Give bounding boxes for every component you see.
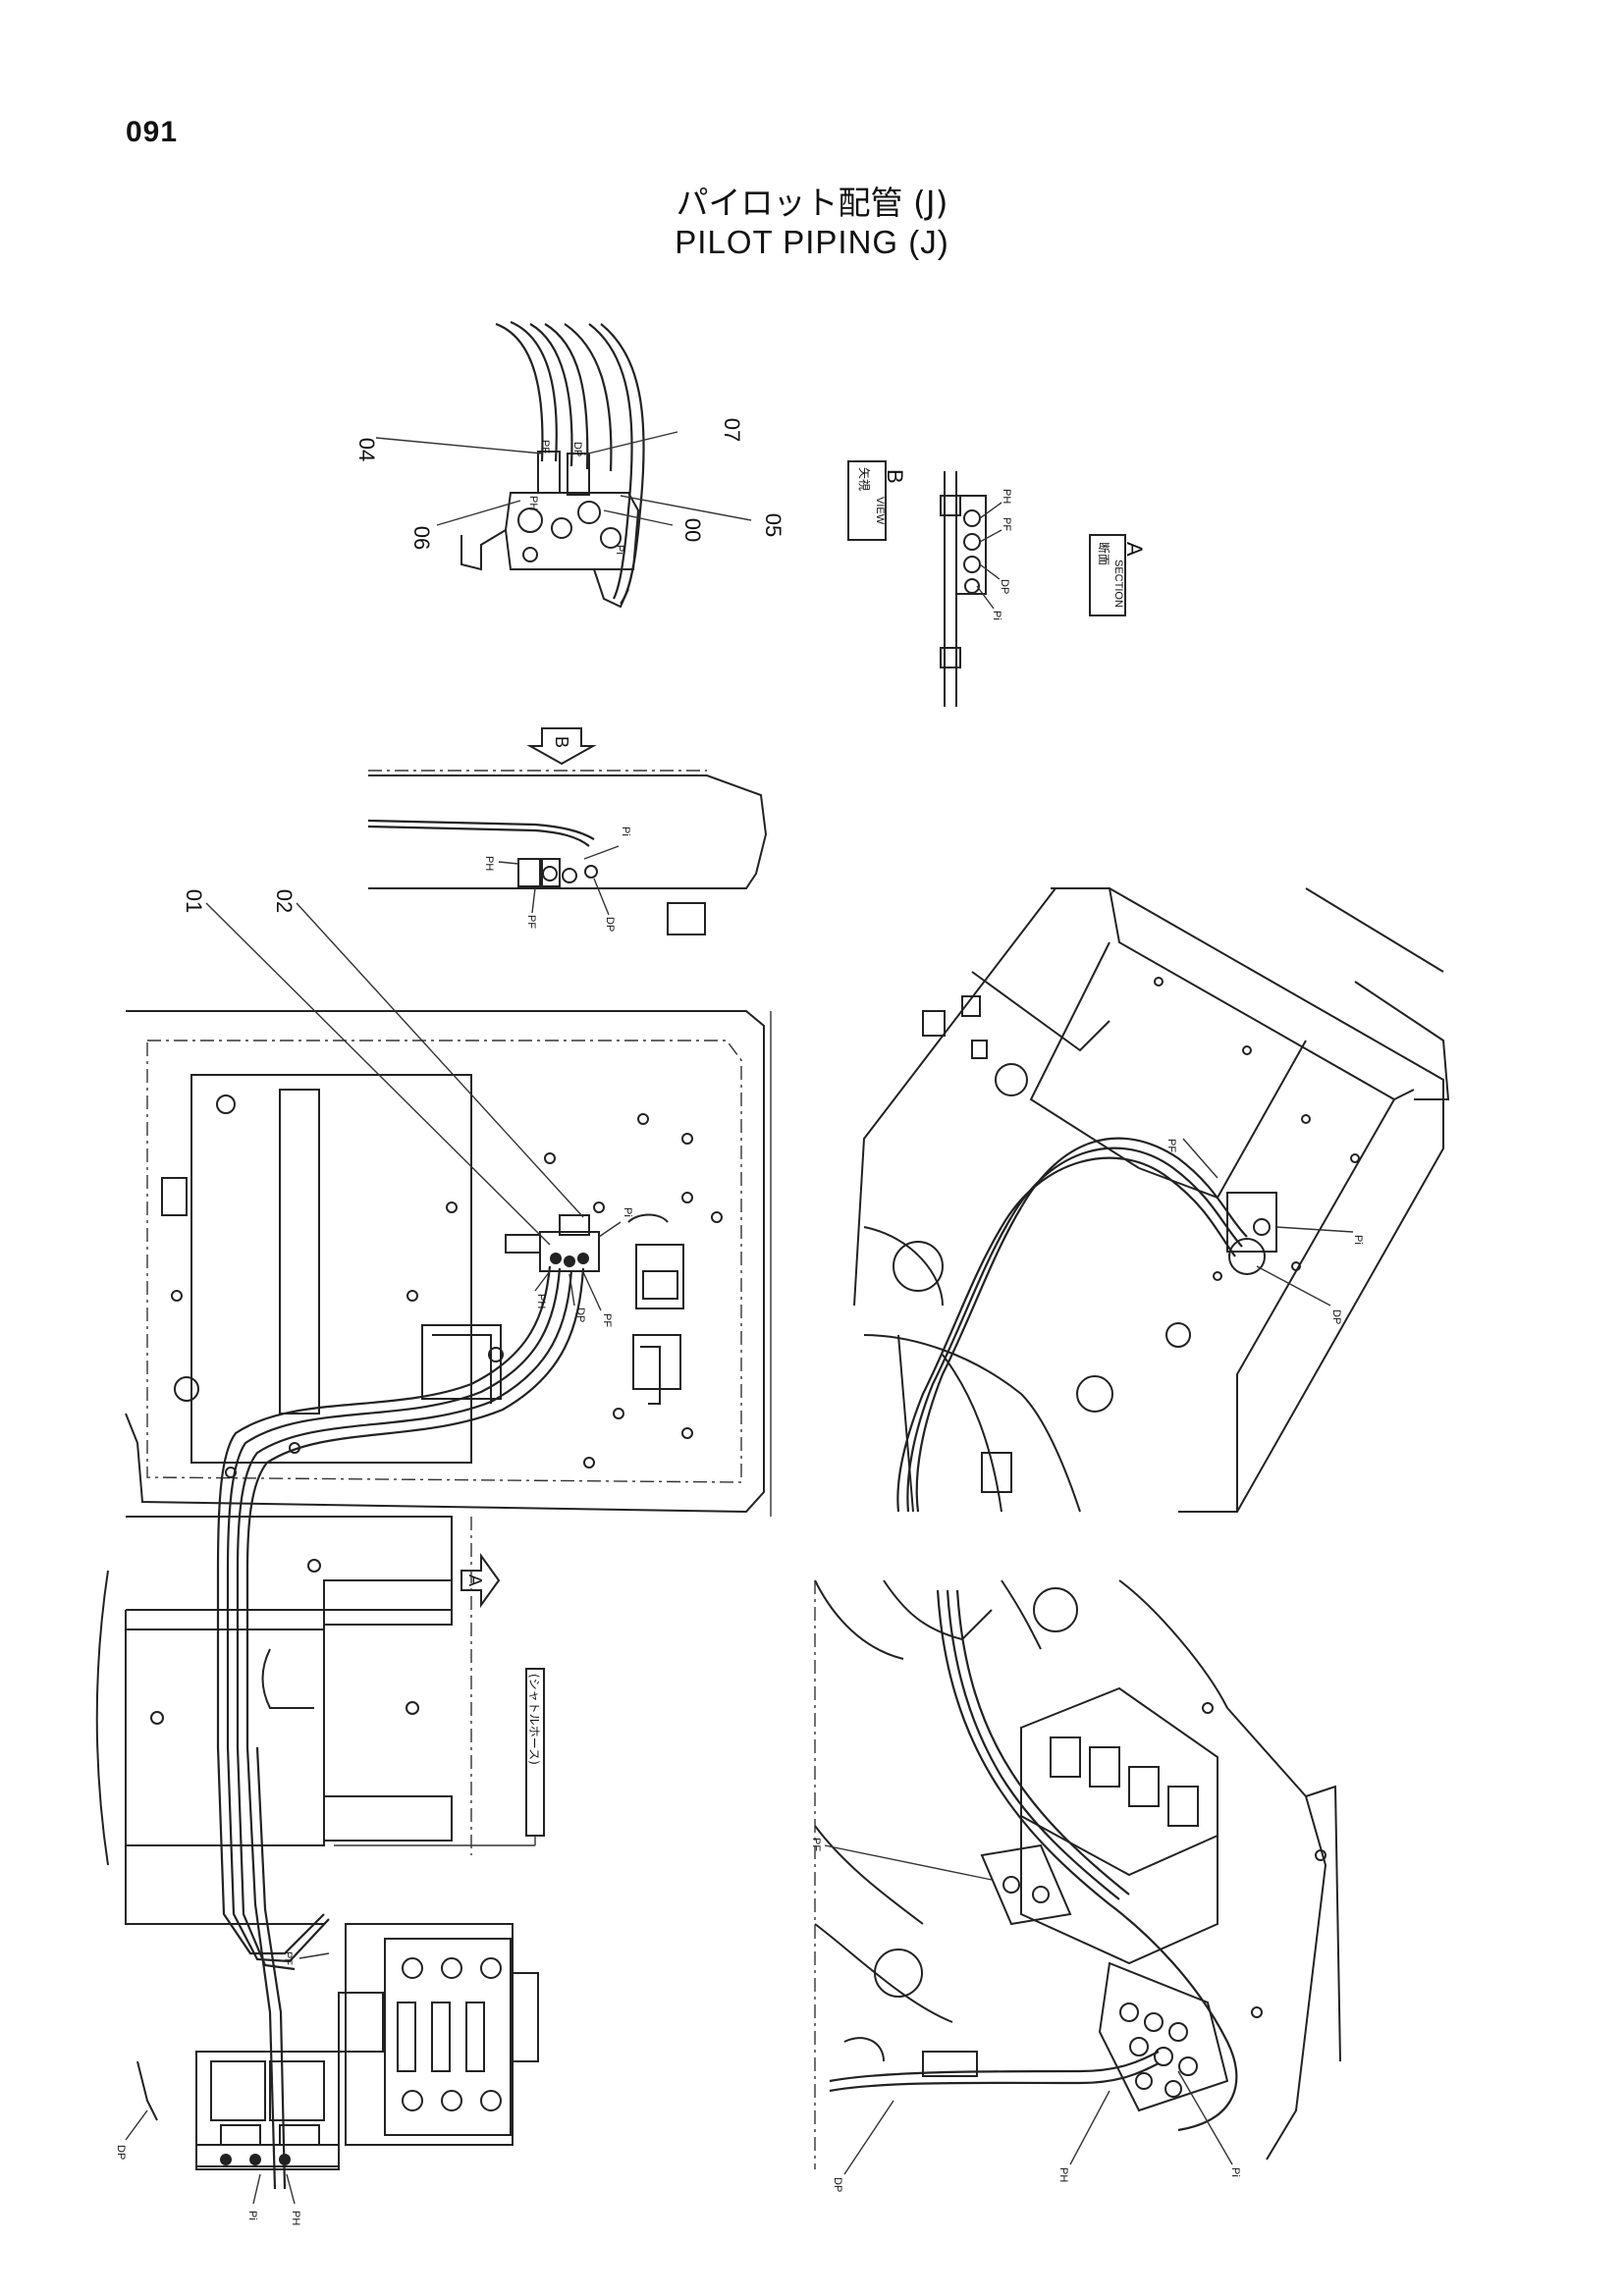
callout-04: 04 xyxy=(354,438,379,461)
plate-edge-view: Pi PH PF DP xyxy=(367,770,768,935)
svg-text:PH: PH xyxy=(1001,489,1012,504)
svg-text:PF: PF xyxy=(282,1951,294,1965)
title-english: PILOT PIPING (J) xyxy=(675,224,949,260)
callouts-01-02: 01 02 Pi PH DP PF xyxy=(182,889,633,1328)
callout-01: 01 xyxy=(182,889,206,913)
svg-text:B: B xyxy=(552,736,571,748)
svg-text:Pi: Pi xyxy=(246,2211,258,2220)
svg-text:PH: PH xyxy=(290,2211,301,2225)
port-label-dp: DP xyxy=(571,442,583,456)
svg-text:B: B xyxy=(883,469,907,484)
perspective-view-lower: PF PH DP Pi xyxy=(810,1579,1341,2192)
svg-text:Pi: Pi xyxy=(622,1207,633,1217)
port-label-ph: PH xyxy=(527,496,539,510)
main-control-valve: PF Pi PH DP xyxy=(115,1923,539,2225)
svg-text:A: A xyxy=(465,1575,485,1586)
svg-text:DP: DP xyxy=(1330,1309,1342,1324)
svg-text:PF: PF xyxy=(1165,1139,1177,1152)
detail-section-a: PH PF DP Pi xyxy=(940,471,1012,707)
svg-text:DP: DP xyxy=(115,2145,127,2160)
svg-text:DP: DP xyxy=(832,2177,843,2192)
svg-text:矢視: 矢視 xyxy=(857,467,872,491)
svg-text:断面: 断面 xyxy=(1097,542,1111,565)
perspective-view-upper: PF Pi DP xyxy=(853,887,1450,1513)
callout-00: 00 xyxy=(680,518,705,542)
svg-text:A: A xyxy=(1122,542,1147,557)
control-valve-block-main xyxy=(505,1214,600,1272)
svg-text:Pi: Pi xyxy=(1229,2167,1241,2177)
arrow-b: B xyxy=(526,727,597,766)
svg-text:VIEW: VIEW xyxy=(874,497,886,525)
svg-text:Pi: Pi xyxy=(620,827,631,836)
svg-text:DP: DP xyxy=(604,917,616,932)
svg-text:Pi: Pi xyxy=(991,611,1002,620)
title-japanese: パイロット配管 (J) xyxy=(676,184,948,222)
svg-text:PF: PF xyxy=(1001,517,1012,531)
view-b-label: 矢視 VIEW B xyxy=(847,460,907,541)
svg-text:PF: PF xyxy=(810,1838,822,1851)
port-label-pf: PF xyxy=(539,440,551,454)
hose-note: (シャトルホース) xyxy=(527,1674,541,1765)
detail-valve-block: 04 07 06 00 05 PF DP PH Pi xyxy=(354,320,785,609)
main-plate-view xyxy=(125,1010,772,1517)
svg-text:DP: DP xyxy=(574,1308,586,1322)
arrow-a: A xyxy=(460,1552,501,1609)
svg-text:PH: PH xyxy=(483,856,495,871)
port-label-pi: Pi xyxy=(614,545,625,555)
svg-text:SECTION: SECTION xyxy=(1112,560,1124,608)
svg-text:PF: PF xyxy=(601,1313,613,1327)
lower-frame: (シャトルホース) xyxy=(95,1516,545,1925)
svg-text:PH: PH xyxy=(1057,2167,1069,2182)
page-number: 091 xyxy=(126,116,179,148)
callout-07: 07 xyxy=(720,418,744,442)
callout-05: 05 xyxy=(761,513,785,537)
svg-text:Pi: Pi xyxy=(1352,1235,1364,1245)
pilot-hose-bundle xyxy=(216,1265,585,2190)
callout-06: 06 xyxy=(409,526,434,550)
section-a-label: 断面 SECTION A xyxy=(1089,534,1147,616)
svg-text:PH: PH xyxy=(535,1294,547,1308)
svg-text:PF: PF xyxy=(525,915,537,929)
svg-text:DP: DP xyxy=(999,579,1010,594)
callout-02: 02 xyxy=(272,889,297,913)
